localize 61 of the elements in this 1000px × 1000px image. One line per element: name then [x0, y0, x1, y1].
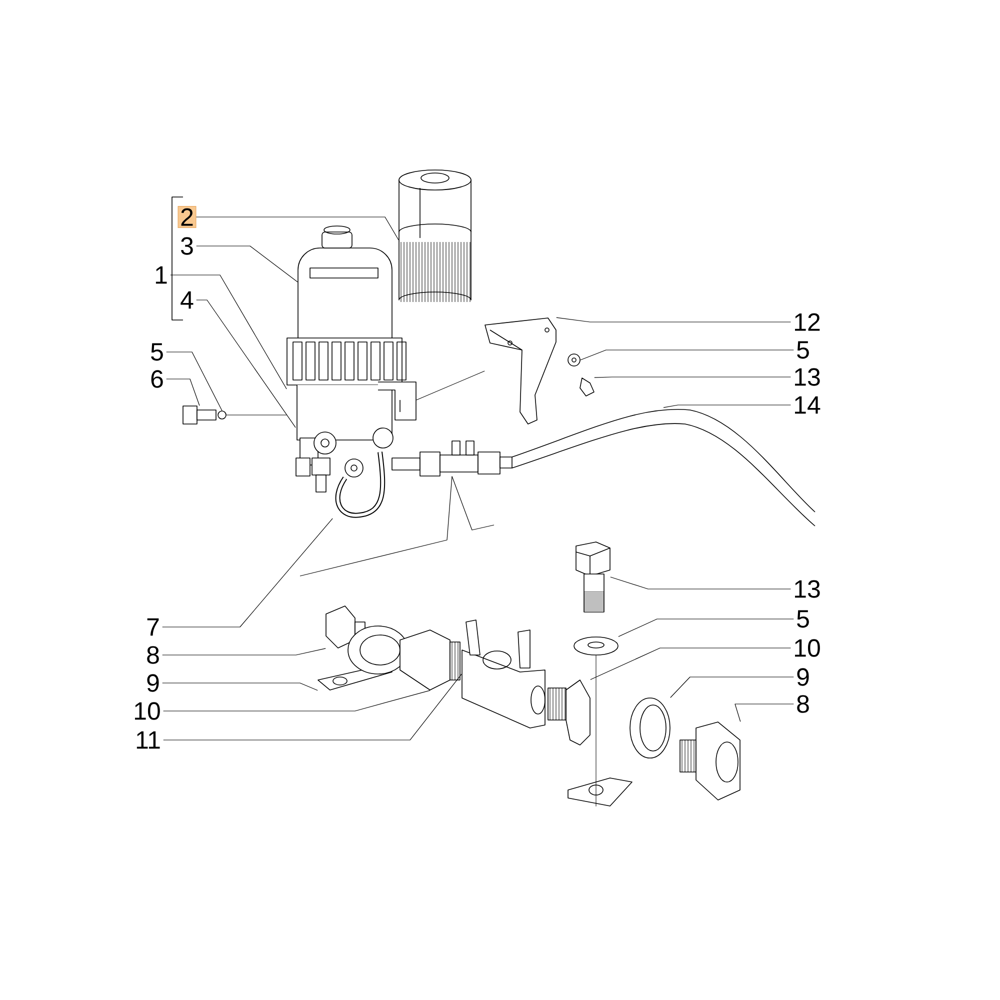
leader-line — [162, 648, 326, 656]
callout-number: 7 — [147, 618, 159, 636]
leader-line — [670, 676, 794, 698]
hose-loop-drawing — [335, 452, 386, 518]
leader-line — [610, 576, 791, 590]
callout-number: 10 — [135, 702, 160, 720]
callout-number: 6 — [151, 370, 163, 388]
bolt-drawing — [576, 542, 610, 612]
callout-number: 13 — [795, 368, 820, 386]
bracket-drawing — [484, 318, 556, 424]
pipe-fitting-drawing — [548, 680, 590, 746]
filter-bowl-drawing — [298, 226, 392, 338]
plug-drawing — [680, 722, 740, 800]
leader-line — [663, 404, 791, 408]
leader-line — [196, 216, 399, 240]
callout-number: 10 — [795, 639, 820, 657]
leader-line — [734, 704, 794, 722]
assembly-line — [416, 370, 485, 400]
callout-number: 1 — [156, 266, 167, 284]
pipe-fitting-drawing — [400, 630, 460, 690]
callout-number: 12 — [795, 313, 820, 331]
highlighted-callout-number: 2 — [178, 206, 196, 228]
leader-line — [594, 376, 791, 378]
callout-number: 8 — [147, 646, 159, 664]
washer-drawing — [574, 636, 618, 656]
pipe-clamp-drawing — [568, 698, 670, 806]
screw-drawing — [580, 378, 594, 396]
filter-head-drawing — [286, 338, 416, 440]
leader-line — [166, 352, 222, 411]
washer-drawing — [218, 410, 226, 420]
tee-fitting-drawing — [462, 620, 546, 728]
callout-number: 9 — [147, 674, 159, 692]
leader-line — [590, 648, 791, 680]
leader-line — [162, 518, 333, 628]
callout-number: 5 — [151, 343, 163, 361]
washer-drawing — [568, 354, 580, 366]
assembly-line — [226, 414, 287, 416]
nut-drawing — [326, 606, 366, 648]
leader-line — [162, 682, 318, 691]
leader-line — [196, 300, 296, 428]
leader-line — [196, 246, 298, 282]
leader-line — [163, 674, 462, 740]
bolt-drawing — [182, 406, 216, 424]
leader-line — [163, 690, 430, 712]
callout-number: 8 — [797, 695, 809, 713]
callout-number: 11 — [136, 731, 160, 749]
leader-line — [170, 274, 287, 390]
callout-number: 3 — [181, 237, 193, 255]
callout-number: 13 — [795, 580, 820, 598]
callout-number: 9 — [797, 668, 809, 686]
leader-line — [618, 618, 794, 637]
leader-line — [556, 317, 791, 322]
callout-number: 5 — [797, 341, 809, 359]
filter-element-drawing — [398, 170, 472, 302]
fuel-line-fitting-drawing — [392, 440, 512, 476]
callout-number: 5 — [797, 610, 809, 628]
leader-line — [580, 350, 794, 360]
callout-number: 14 — [795, 396, 820, 414]
leader-line — [166, 378, 200, 406]
callout-number: 4 — [180, 291, 194, 309]
drain-fittings-drawing — [296, 428, 394, 492]
